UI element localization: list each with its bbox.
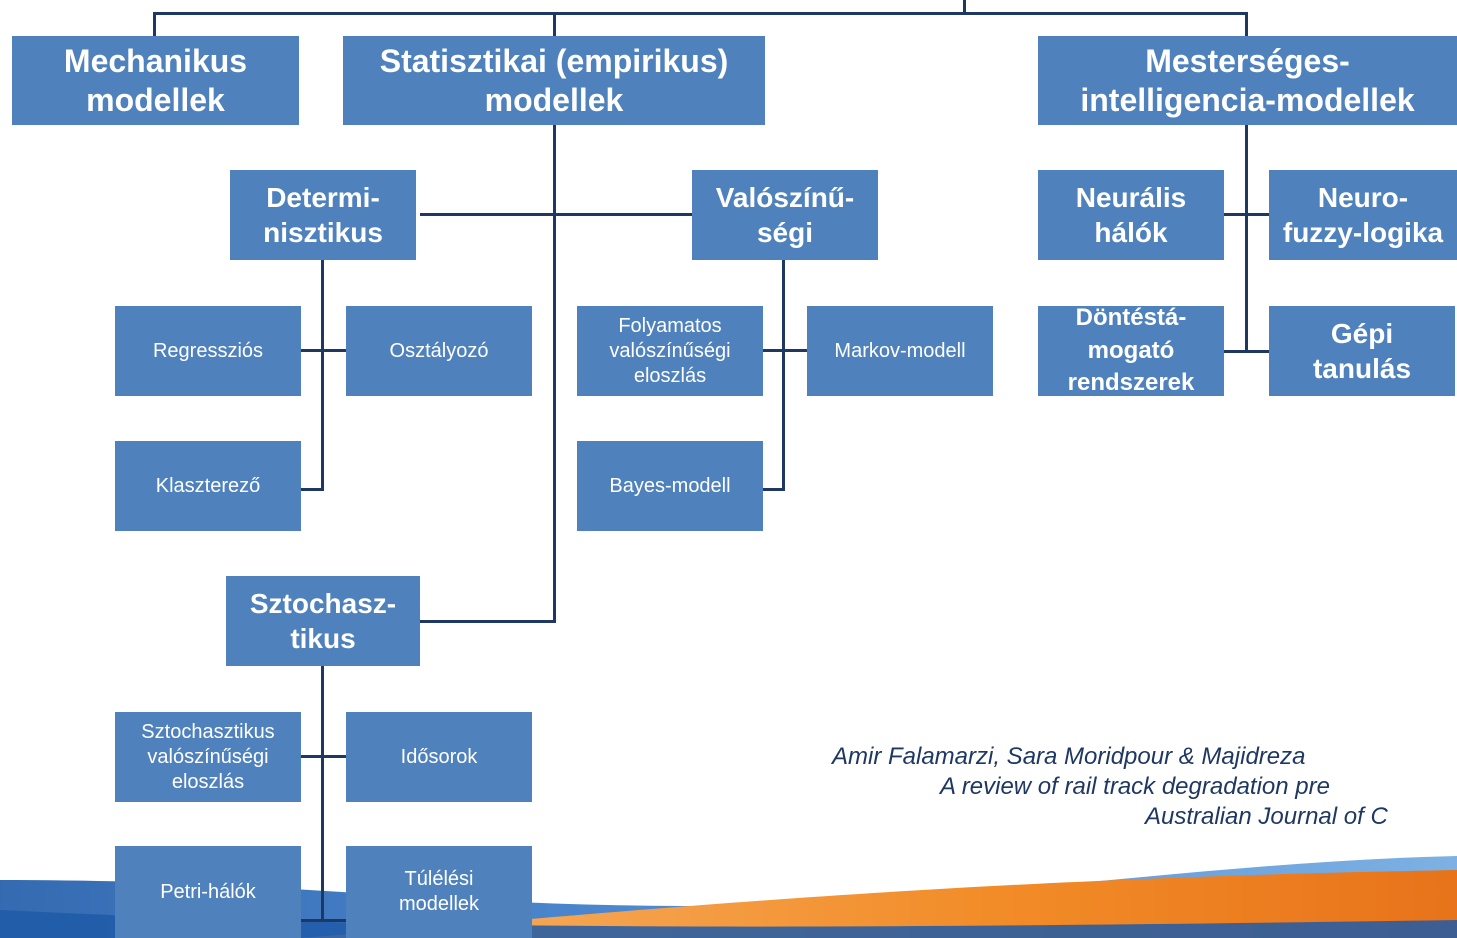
node-mechanical-models: Mechanikus modellek [12,36,299,125]
connector-sto-trunk [321,666,324,922]
connector-prob-bayes [762,488,785,491]
node-statistical-models: Statisztikai (empirikus) modellek [343,36,765,125]
connector-sto-cross [301,755,346,758]
citation-line-3: Australian Journal of C [1145,803,1388,830]
connector-det-trunk [321,260,324,491]
connector-statistical-trunk [553,124,556,623]
node-stochastic: Sztochasz- tikus [226,576,420,666]
leaf-stochastic-distribution: Sztochasztikus valószínűségi eloszlás [115,712,301,802]
connector-top-stem [963,0,966,14]
connector-drop-mechanical [153,12,156,36]
node-ai-models: Mesterséges- intelligencia-modellek [1038,36,1457,125]
leaf-neural-networks: Neurális hálók [1038,170,1224,260]
connector-det-cluster [301,488,324,491]
leaf-survival-models: Túlélési modellek [346,846,532,938]
node-deterministic: Determi- nisztikus [230,170,416,260]
connector-prob-cross [762,349,807,352]
leaf-petri-nets: Petri-hálók [115,846,301,938]
connector-det-cross [301,349,346,352]
connector-top-bar [153,12,1247,15]
leaf-time-series: Idősorok [346,712,532,802]
connector-ai-cross-bottom [1224,350,1269,353]
connector-prob-trunk [782,260,785,491]
connector-ai-trunk [1245,124,1248,353]
leaf-classifier: Osztályozó [346,306,532,396]
leaf-markov-model: Markov-modell [807,306,993,396]
connector-drop-statistical [553,12,556,36]
connector-to-stochastic [420,620,556,623]
citation: Amir Falamarzi, Sara Moridpour & Majidre… [800,742,1457,832]
leaf-machine-learning: Gépi tanulás [1269,306,1455,396]
node-probabilistic: Valószínű- ségi [692,170,878,260]
connector-ai-cross-top [1224,213,1269,216]
citation-line-2: A review of rail track degradation pre [940,773,1330,800]
connector-drop-ai [1245,12,1248,36]
leaf-continuous-distribution: Folyamatos valószínűségi eloszlás [577,306,763,396]
leaf-neuro-fuzzy: Neuro- fuzzy-logika [1269,170,1457,260]
connector-det-prob-bar [420,213,692,216]
leaf-decision-support: Döntéstá- mogató rendszerek [1038,306,1224,396]
leaf-clustering: Klaszterező [115,441,301,531]
leaf-bayes-model: Bayes-modell [577,441,763,531]
leaf-regression: Regressziós [115,306,301,396]
citation-line-1: Amir Falamarzi, Sara Moridpour & Majidre… [832,743,1306,770]
connector-sto-cross-bottom [301,919,346,922]
